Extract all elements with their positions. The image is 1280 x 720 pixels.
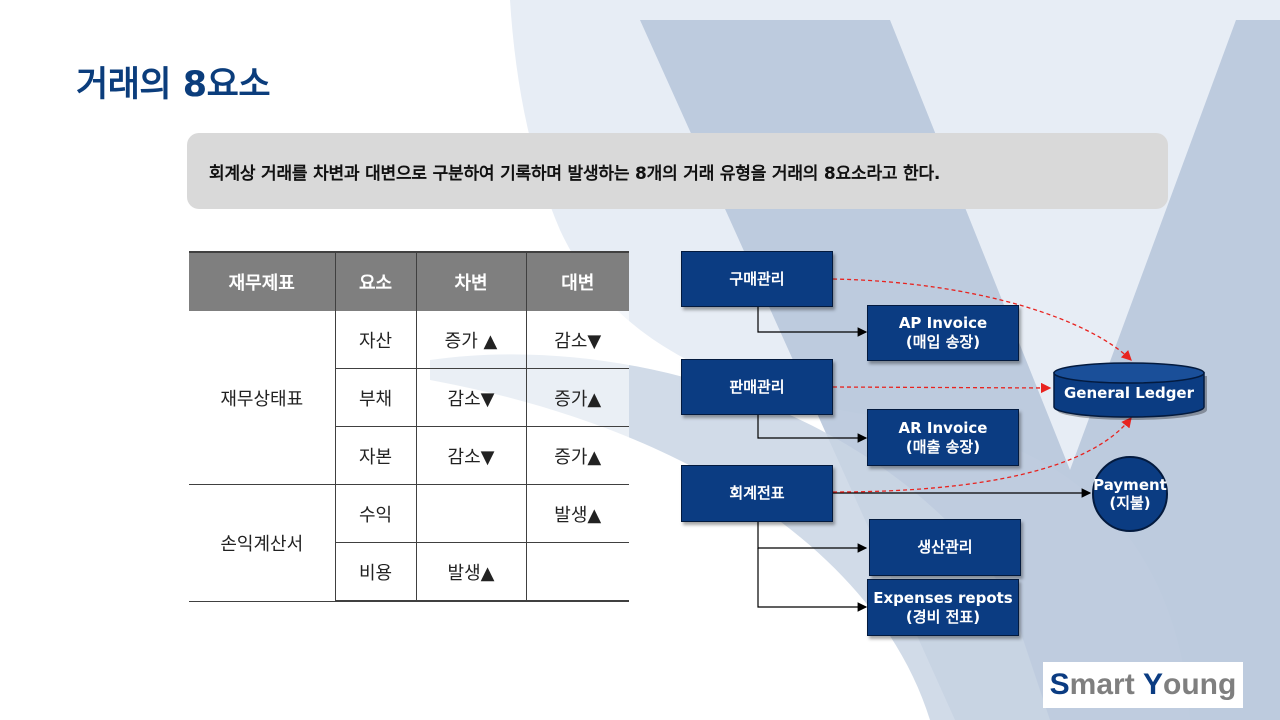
eight-elements-table: 재무제표 요소 차변 대변 재무상태표 자산 증가 ▲ 감소▼ 부채 감소▼ 증… [189,251,629,602]
element-cell: 비용 [334,542,416,602]
debit-cell [415,484,526,543]
element-cell: 자본 [334,426,416,485]
payment-line2: (지불) [1109,494,1151,512]
element-cell: 부채 [334,368,416,427]
credit-cell [525,542,629,602]
statement-balance-sheet: 재무상태표 [189,311,335,485]
header-credit: 대변 [525,251,629,311]
table-row: 자본 감소▼ 증가▲ [189,426,629,485]
ap-line2: (매입 송장) [905,333,981,351]
ap-invoice-box: AP Invoice (매입 송장) [867,305,1019,361]
sales-management-box: 판매관리 [681,359,833,415]
table-row: 재무상태표 자산 증가 ▲ 감소▼ [189,311,629,485]
purchase-label: 구매관리 [729,269,785,288]
credit-cell: 증가▲ [525,426,629,485]
debit-cell: 발생▲ [415,542,526,602]
expenses-line1: Expenses repots [873,588,1013,607]
ar-invoice-box: AR Invoice (매출 송장) [867,409,1019,466]
debit-cell: 감소▼ [415,426,526,485]
table-row: 비용 발생▲ [189,542,629,602]
production-management-box: 생산관리 [869,519,1021,576]
expenses-line2: (경비 전표) [905,607,981,626]
ar-line1: AR Invoice [898,418,988,437]
element-cell: 수익 [334,484,416,543]
ap-line1: AP Invoice [898,314,988,332]
header-statement: 재무제표 [189,251,335,311]
table-row: 손익계산서 수익 발생▲ [189,484,629,602]
payment-circle: Payment (지불) [1092,456,1168,532]
table-row: 부채 감소▼ 증가▲ [189,368,629,427]
payment-line1: Payment [1093,476,1167,494]
accounting-voucher-box: 회계전표 [681,465,833,522]
sales-label: 판매관리 [729,377,785,396]
header-debit: 차변 [415,251,526,311]
description-text: 회계상 거래를 차변과 대변으로 구분하여 기록하며 발생하는 8개의 거래 유… [209,163,941,184]
credit-cell: 발생▲ [525,484,629,543]
production-label: 생산관리 [917,538,973,556]
expenses-reports-box: Expenses repots (경비 전표) [867,579,1019,636]
debit-cell: 증가 ▲ [415,311,526,369]
table-header-row: 재무제표 요소 차변 대변 [189,251,629,311]
page-title: 거래의 8요소 [76,65,271,105]
ar-line2: (매출 송장) [905,437,981,456]
header-element: 요소 [334,251,416,311]
credit-cell: 증가▲ [525,368,629,427]
voucher-label: 회계전표 [729,484,785,502]
element-cell: 자산 [334,311,416,369]
debit-cell: 감소▼ [415,368,526,427]
statement-income-statement: 손익계산서 [189,484,335,602]
credit-cell: 감소▼ [525,311,629,369]
description-box: 회계상 거래를 차변과 대변으로 구분하여 기록하며 발생하는 8개의 거래 유… [187,133,1168,209]
general-ledger-label: General Ledger [1064,384,1194,402]
purchase-management-box: 구매관리 [681,251,833,307]
